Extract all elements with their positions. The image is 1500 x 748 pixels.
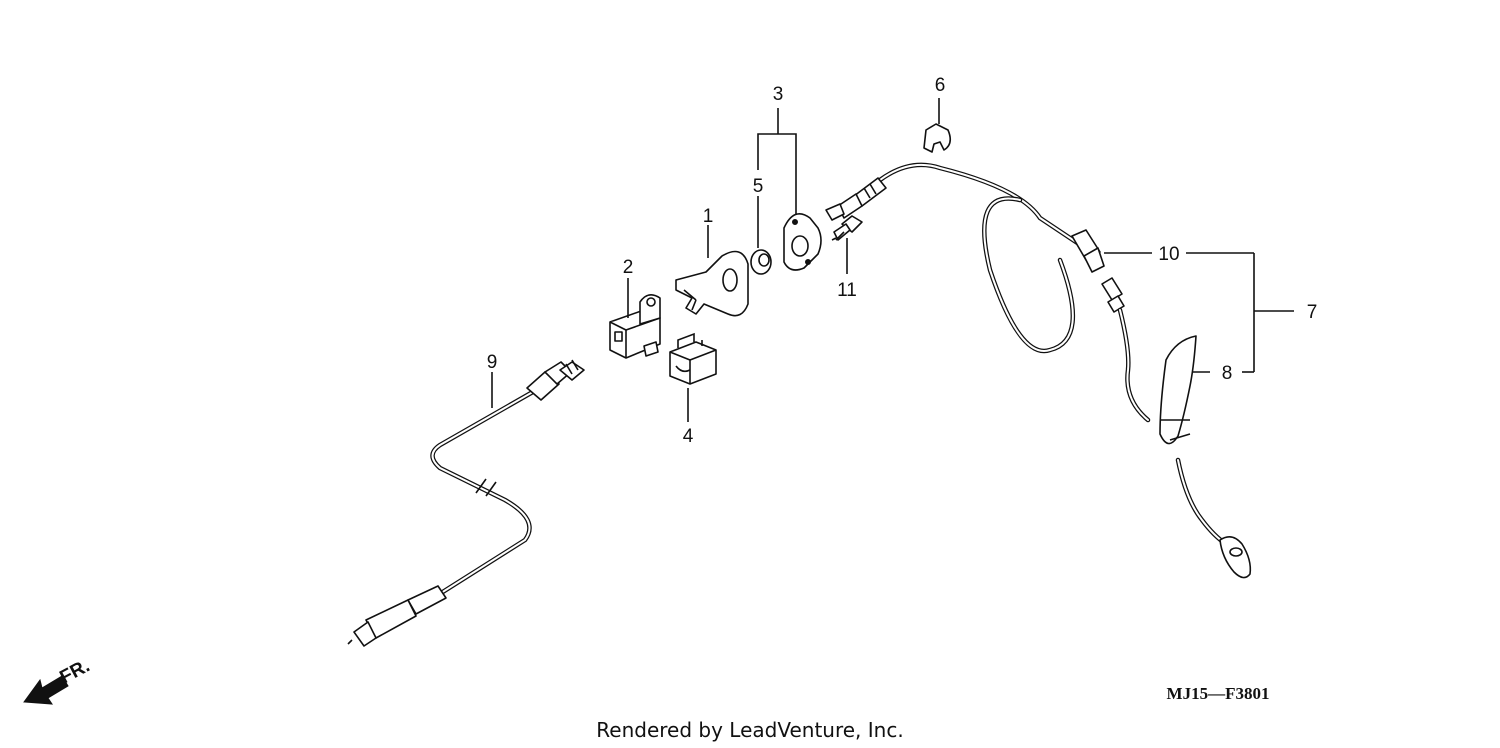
- part-4-clip[interactable]: [669, 332, 717, 385]
- part-1-plate[interactable]: [675, 250, 749, 317]
- diagram-code: MJ15—F3801: [1167, 684, 1270, 703]
- part-10-cable[interactable]: [825, 162, 1125, 354]
- front-direction-arrow: FR.: [23, 656, 93, 705]
- part-3-plate[interactable]: [783, 212, 822, 271]
- callout-labels: 1 2 3 4 5 6 7 8 9 10 11: [487, 75, 1318, 447]
- callout-10: 10: [1158, 244, 1179, 265]
- callout-6: 6: [935, 75, 946, 96]
- part-2-bracket[interactable]: [609, 294, 661, 359]
- callout-5: 5: [753, 176, 764, 197]
- part-8-sensor[interactable]: [1117, 307, 1252, 579]
- callout-1: 1: [703, 206, 714, 227]
- callout-9: 9: [487, 352, 498, 373]
- part-5-collar[interactable]: [750, 249, 772, 275]
- callout-11: 11: [837, 280, 857, 301]
- callout-3: 3: [773, 84, 784, 105]
- callout-2: 2: [623, 257, 634, 278]
- part-9-cable[interactable]: [347, 359, 585, 647]
- callout-7: 7: [1307, 302, 1318, 323]
- callout-8: 8: [1222, 363, 1233, 384]
- credit-text: Rendered by LeadVenture, Inc.: [596, 718, 903, 742]
- part-11-bolt[interactable]: [831, 215, 863, 241]
- part-6-clamp[interactable]: [923, 123, 952, 153]
- callout-4: 4: [683, 426, 694, 447]
- leader-lines: [491, 98, 1294, 422]
